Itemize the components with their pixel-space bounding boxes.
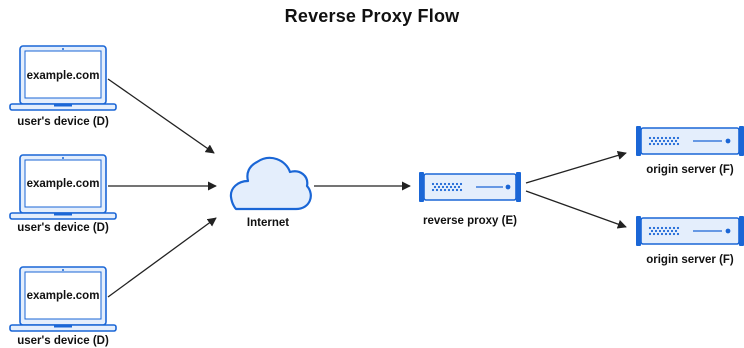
device-screen-text: example.com xyxy=(26,290,100,302)
laptop-icon xyxy=(9,154,117,220)
laptop-icon xyxy=(9,45,117,111)
device-screen-text: example.com xyxy=(26,178,100,190)
laptop-icon xyxy=(9,266,117,332)
origin-server-label: origin server (F) xyxy=(646,254,734,266)
cloud-icon xyxy=(229,156,312,211)
diagram-title: Reverse Proxy Flow xyxy=(284,6,460,26)
arrow-proxy-to-origin1 xyxy=(525,150,627,184)
arrow-device1-to-internet xyxy=(107,78,215,154)
server-icon xyxy=(636,216,744,246)
arrow-device3-to-internet xyxy=(107,217,217,298)
device-screen-text: example.com xyxy=(26,70,100,82)
arrow-proxy-to-origin2 xyxy=(525,190,627,229)
server-icon xyxy=(419,172,521,202)
device-label: user's device (D) xyxy=(17,335,109,347)
internet-label: Internet xyxy=(246,217,290,229)
device-label: user's device (D) xyxy=(17,222,109,234)
device-label: user's device (D) xyxy=(17,116,109,128)
proxy-label: reverse proxy (E) xyxy=(423,215,517,227)
server-icon xyxy=(636,126,744,156)
origin-server-label: origin server (F) xyxy=(646,164,734,176)
